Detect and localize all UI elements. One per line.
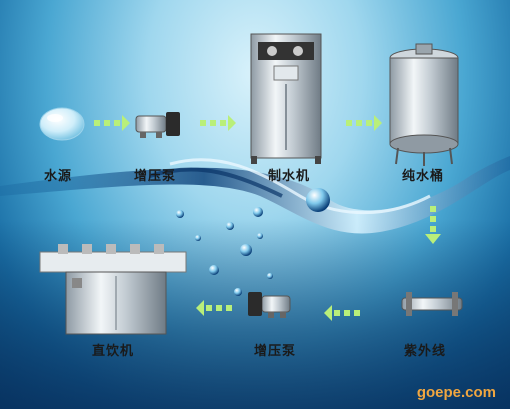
pump-icon bbox=[135, 112, 180, 138]
arrow-icon bbox=[94, 115, 130, 131]
watermark: goepe.com bbox=[416, 384, 496, 401]
arrow-icon bbox=[196, 300, 232, 316]
water-wave bbox=[0, 156, 510, 234]
label-pure-water-tank: 纯水桶 bbox=[402, 169, 445, 184]
drinking-fountain-icon bbox=[39, 244, 187, 335]
arrow-icon bbox=[324, 305, 360, 321]
arrow-icon bbox=[346, 115, 382, 131]
arrow-icon bbox=[425, 206, 441, 244]
pump-icon bbox=[248, 292, 291, 318]
ro-cabinet-icon bbox=[250, 33, 322, 164]
water-drop-icon bbox=[39, 107, 85, 141]
label-uv-sterilizer: 紫外线 bbox=[404, 344, 447, 359]
label-booster-pump-bottom: 增压泵 bbox=[254, 344, 297, 359]
water-splash-drops bbox=[176, 188, 330, 296]
label-booster-pump-top: 增压泵 bbox=[134, 169, 177, 184]
uv-tube-icon bbox=[401, 292, 463, 316]
label-water-source: 水源 bbox=[44, 169, 73, 184]
label-ro-machine: 制水机 bbox=[268, 169, 311, 184]
label-drinking-fountain: 直饮机 bbox=[92, 344, 135, 359]
arrow-icon bbox=[200, 115, 236, 131]
steel-tank-icon bbox=[389, 43, 459, 166]
